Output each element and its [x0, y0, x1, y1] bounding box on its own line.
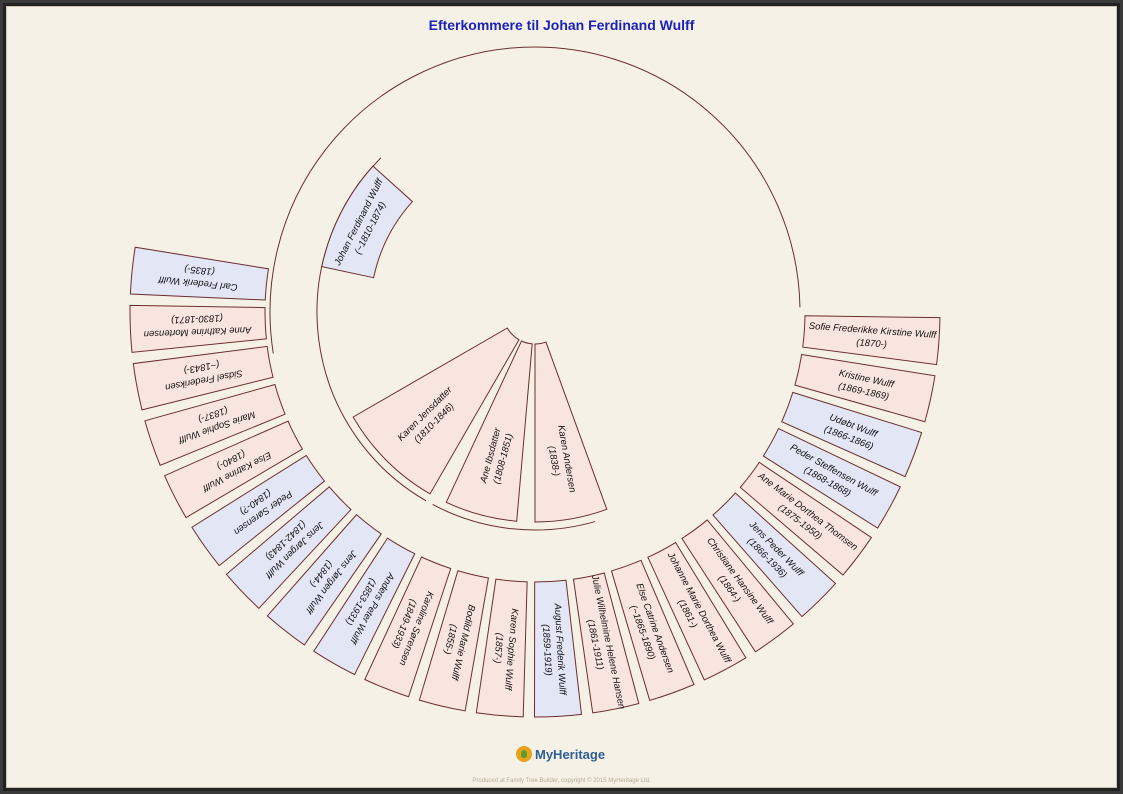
child-box-18: [712, 492, 837, 618]
child-box-23: [802, 315, 941, 366]
child-box-16: [647, 541, 747, 681]
child-box-20: [762, 427, 901, 529]
person-name: August Frederik Wulff: [552, 602, 568, 696]
child-2-label: Anne Kathrine Mortensen(1830-1871): [143, 312, 252, 340]
child-box-4: [144, 383, 286, 466]
myheritage-logo-icon: [516, 746, 532, 762]
child-box-11: [418, 570, 490, 712]
chart-title: Efterkommere til Johan Ferdinand Wulff: [428, 17, 695, 33]
child-box-9: [313, 537, 416, 676]
child-box-13: [534, 579, 583, 718]
root-box: [321, 165, 414, 279]
child-box-10: [364, 556, 452, 698]
person-dates: (1838-): [546, 445, 562, 477]
child-box-7: [225, 486, 352, 610]
person-dates: (1857-): [491, 632, 505, 663]
child-box-15: [610, 559, 695, 702]
child-box-22: [794, 353, 936, 423]
brand-logo: MyHeritage: [516, 746, 605, 762]
person-dates: (1859-1919): [540, 624, 554, 676]
connector-arc-outer: [269, 46, 801, 354]
spouse-box-3: [534, 341, 608, 523]
child-box-19: [739, 461, 873, 576]
footer-copyright: Produced at Family Tree Builder, copyrig…: [472, 778, 651, 784]
child-box-8: [266, 513, 382, 646]
child-box-12: [475, 578, 528, 718]
person-name: Anne Kathrine Mortensen: [143, 324, 252, 340]
child-box-14: [572, 572, 640, 714]
brand-name: MyHeritage: [535, 746, 606, 762]
person-dates: (1835-): [184, 263, 216, 277]
child-box-17: [681, 519, 795, 653]
spouse-box-2: [445, 340, 533, 522]
child-box-1: [129, 246, 270, 301]
spouse-box-1: [352, 327, 520, 495]
person-dates: (1870-): [856, 337, 887, 350]
connector-arc-mid2: [432, 504, 596, 531]
child-13-label: August Frederik Wulff(1859-1919): [540, 602, 568, 696]
child-box-3: [132, 345, 274, 411]
child-box-5: [163, 420, 304, 519]
person-dates: (1830-1871): [171, 312, 223, 325]
child-box-6: [191, 454, 326, 567]
child-box-21: [781, 391, 923, 478]
child-box-2: [129, 304, 267, 353]
